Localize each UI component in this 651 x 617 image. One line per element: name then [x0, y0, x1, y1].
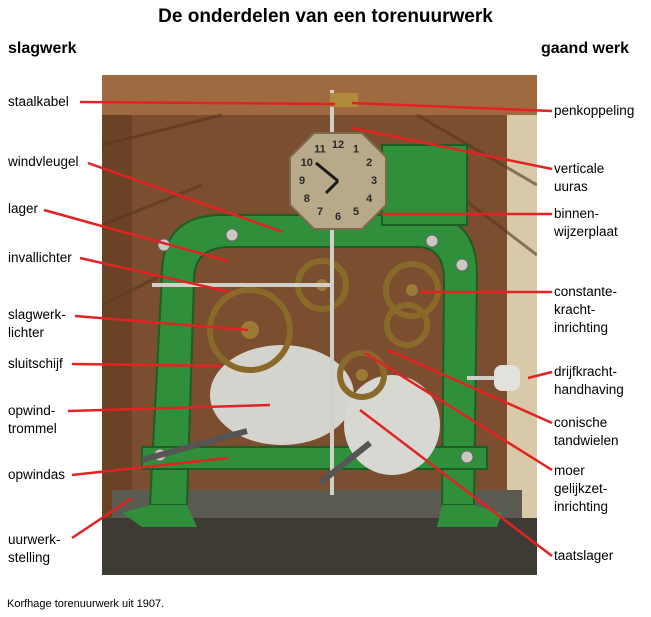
label-drijfkracht-handhaving: drijfkracht- handhaving: [554, 364, 624, 397]
label-uurwerk-stelling: uurwerk- stelling: [8, 532, 61, 565]
dial-numeral: 1: [353, 144, 359, 156]
label-opwind-trommel: opwind- trommel: [8, 403, 57, 436]
dial-numeral: 11: [314, 144, 326, 156]
label-moer-gelijkzet-inrichting: moer gelijkzet- inrichting: [554, 463, 609, 514]
label-penkoppeling: penkoppeling: [554, 103, 635, 118]
label-slagwerk-lichter: slagwerk- lichter: [8, 307, 66, 340]
label-opwindas: opwindas: [8, 467, 66, 482]
dial-numeral: 10: [301, 157, 313, 169]
dial-numeral: 6: [335, 211, 341, 223]
dial-numeral: 8: [304, 193, 310, 205]
dial-numeral: 2: [366, 157, 372, 169]
label-staalkabel: staalkabel: [8, 94, 69, 109]
label-lager: lager: [8, 201, 39, 216]
dial-numeral: 7: [317, 206, 323, 218]
slagwerk-heading: slagwerk: [8, 40, 77, 57]
label-binnen-wijzerplaat: binnen- wijzerplaat: [554, 206, 618, 239]
gaand-werk-heading: gaand werk: [540, 40, 629, 57]
dial-numeral: 4: [366, 193, 373, 205]
label-conische-tandwielen: conische tandwielen: [554, 415, 619, 448]
dial-numeral: 12: [332, 139, 344, 151]
diagram-title: De onderdelen van een torenuurwerk: [158, 6, 493, 27]
label-sluitschijf: sluitschijf: [8, 356, 63, 371]
dial-numeral: 5: [353, 206, 359, 218]
label-invallichter: invallichter: [8, 250, 72, 265]
label-taatslager: taatslager: [554, 548, 614, 563]
dial-numeral: 9: [299, 175, 305, 187]
label-verticale-uuras: verticale uuras: [554, 161, 605, 194]
photo-caption: Korfhage torenuurwerk uit 1907.: [7, 598, 165, 610]
label-windvleugel: windvleugel: [8, 154, 79, 169]
dial-numeral: 3: [371, 175, 377, 187]
label-constante-kracht-inrichting: constante- kracht- inrichting: [554, 284, 618, 335]
